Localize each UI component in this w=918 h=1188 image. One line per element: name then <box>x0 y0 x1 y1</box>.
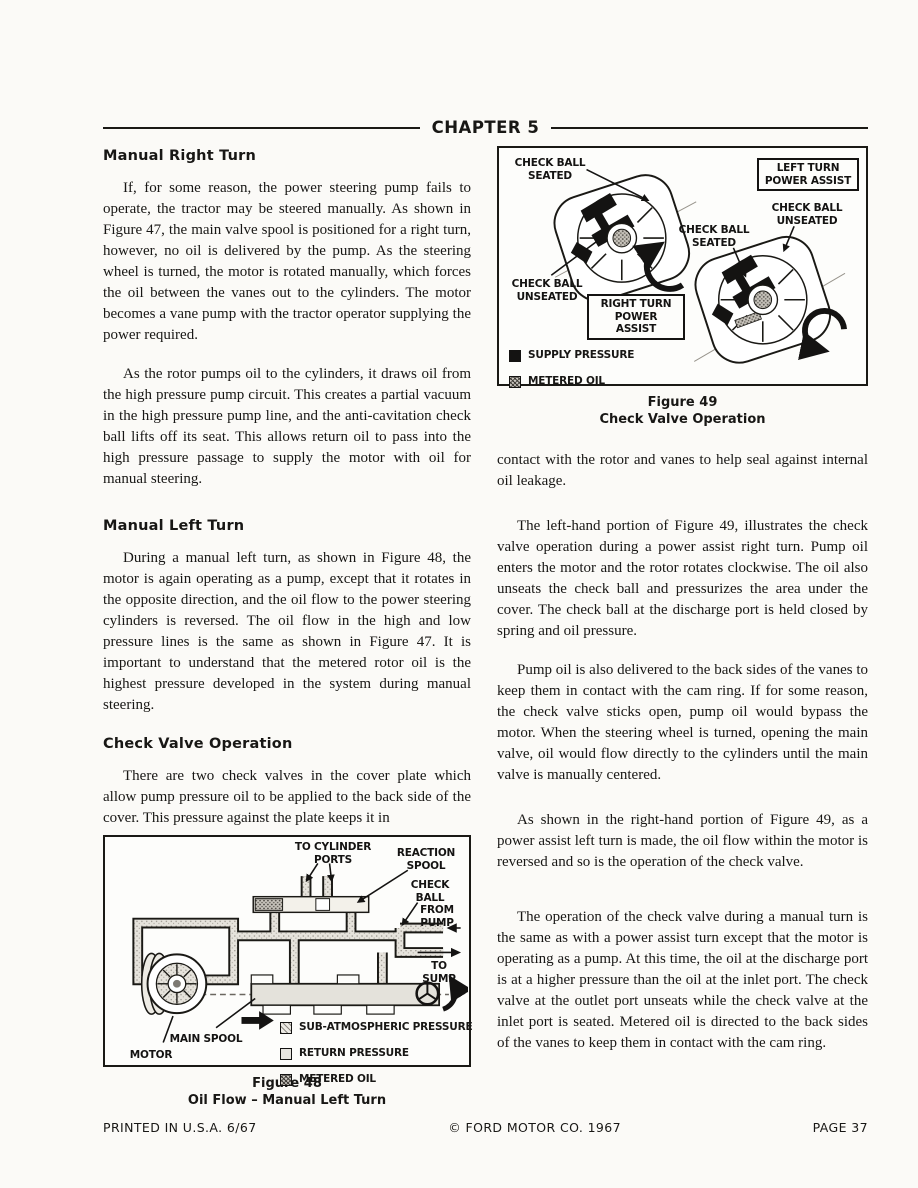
label-right-turn-power-assist: RIGHT TURN POWER ASSIST <box>587 294 685 340</box>
label-from-pump: FROM PUMP <box>420 904 454 929</box>
footer-copyright: © FORD MOTOR CO. 1967 <box>448 1120 621 1135</box>
legend-label: RETURN PRESSURE <box>299 1047 409 1059</box>
right-column: CHECK BALL SEATED LEFT TURN POWER ASSIST… <box>497 146 868 1109</box>
motor-drawing <box>140 952 208 1015</box>
figure-48-diagram: TO CYLINDER PORTS REACTION SPOOL CHECK B… <box>103 835 473 1086</box>
rotation-arrow-right <box>797 308 847 360</box>
paragraph: Pump oil is also delivered to the back s… <box>497 662 868 783</box>
label-check-ball-seated-mid: CHECK BALL SEATED <box>678 224 750 249</box>
figure-49-legend: SUPPLY PRESSURE METERED OIL <box>509 345 634 392</box>
legend-swatch-return-pressure <box>280 1047 292 1060</box>
label-motor: MOTOR <box>129 1049 173 1061</box>
legend-label: METERED OIL <box>299 1073 376 1085</box>
header-rule-left <box>103 126 420 129</box>
check-valve-schematic <box>550 168 847 364</box>
label-main-spool: MAIN SPOOL <box>169 1033 243 1045</box>
rotation-arrow-icon <box>442 975 468 1012</box>
legend-label: METERED OIL <box>528 375 605 387</box>
header-rule-right <box>551 126 868 129</box>
chapter-header: CHAPTER 5 <box>103 118 868 137</box>
paragraph: There are two check valves in the cover … <box>103 768 471 826</box>
heading-manual-left-turn: Manual Left Turn <box>103 518 245 534</box>
paragraph: As shown in the right-hand portion of Fi… <box>497 812 868 870</box>
label-check-ball-seated-left: CHECK BALL SEATED <box>514 157 586 182</box>
legend-label: SUB-ATMOSPHERIC PRESSURE <box>299 1021 473 1033</box>
chapter-title: CHAPTER 5 <box>431 118 540 137</box>
figure-48: TO CYLINDER PORTS REACTION SPOOL CHECK B… <box>103 835 473 1109</box>
heading-check-valve-operation: Check Valve Operation <box>103 736 293 752</box>
paragraph: contact with the rotor and vanes to help… <box>497 452 868 489</box>
left-column: Manual Right Turn If, for some reason, t… <box>103 146 473 1109</box>
label-left-turn-power-assist: LEFT TURN POWER ASSIST <box>757 158 859 191</box>
steering-wheel-icon <box>415 981 440 1006</box>
figure-49-caption: Figure 49 Check Valve Operation <box>599 395 766 427</box>
figure-49-diagram: CHECK BALL SEATED LEFT TURN POWER ASSIST… <box>497 146 868 388</box>
paragraph: During a manual left turn, as shown in F… <box>103 550 471 713</box>
legend-label: SUPPLY PRESSURE <box>528 349 635 361</box>
paragraph: If, for some reason, the power steering … <box>103 180 471 343</box>
label-check-ball-unseated-right: CHECK BALL UNSEATED <box>771 202 843 227</box>
legend-swatch-metered-oil <box>280 1073 292 1086</box>
rotation-arrow-left <box>632 241 685 292</box>
label-to-cylinder-ports: TO CYLINDER PORTS <box>294 841 372 866</box>
page-footer: PRINTED IN U.S.A. 6/67 © FORD MOTOR CO. … <box>103 1120 868 1135</box>
heading-manual-right-turn: Manual Right Turn <box>103 148 256 164</box>
footer-page-number: PAGE 37 <box>812 1120 868 1135</box>
flow-arrow <box>241 1011 274 1030</box>
legend-swatch-supply-pressure <box>509 349 521 362</box>
legend-swatch-sub-atmospheric <box>280 1021 292 1034</box>
rotor-left-turn <box>694 235 832 364</box>
figure-48-legend: SUB-ATMOSPHERIC PRESSURE RETURN PRESSURE… <box>280 1017 473 1090</box>
label-check-ball-unseated-left: CHECK BALL UNSEATED <box>511 278 583 303</box>
label-reaction-spool: REACTION SPOOL <box>396 847 456 872</box>
oil-flow-schematic <box>132 862 468 1043</box>
figure-49: CHECK BALL SEATED LEFT TURN POWER ASSIST… <box>497 146 868 428</box>
legend-swatch-metered-oil <box>509 375 521 388</box>
paragraph: The operation of the check valve during … <box>497 909 868 1051</box>
label-check-ball: CHECK BALL <box>410 879 450 904</box>
label-to-sump: TO SUMP <box>422 960 456 985</box>
paragraph: As the rotor pumps oil to the cylinders,… <box>103 366 471 487</box>
footer-printed-in: PRINTED IN U.S.A. 6/67 <box>103 1120 257 1135</box>
paragraph: The left-hand portion of Figure 49, illu… <box>497 518 868 639</box>
two-column-body: Manual Right Turn If, for some reason, t… <box>103 146 868 1109</box>
